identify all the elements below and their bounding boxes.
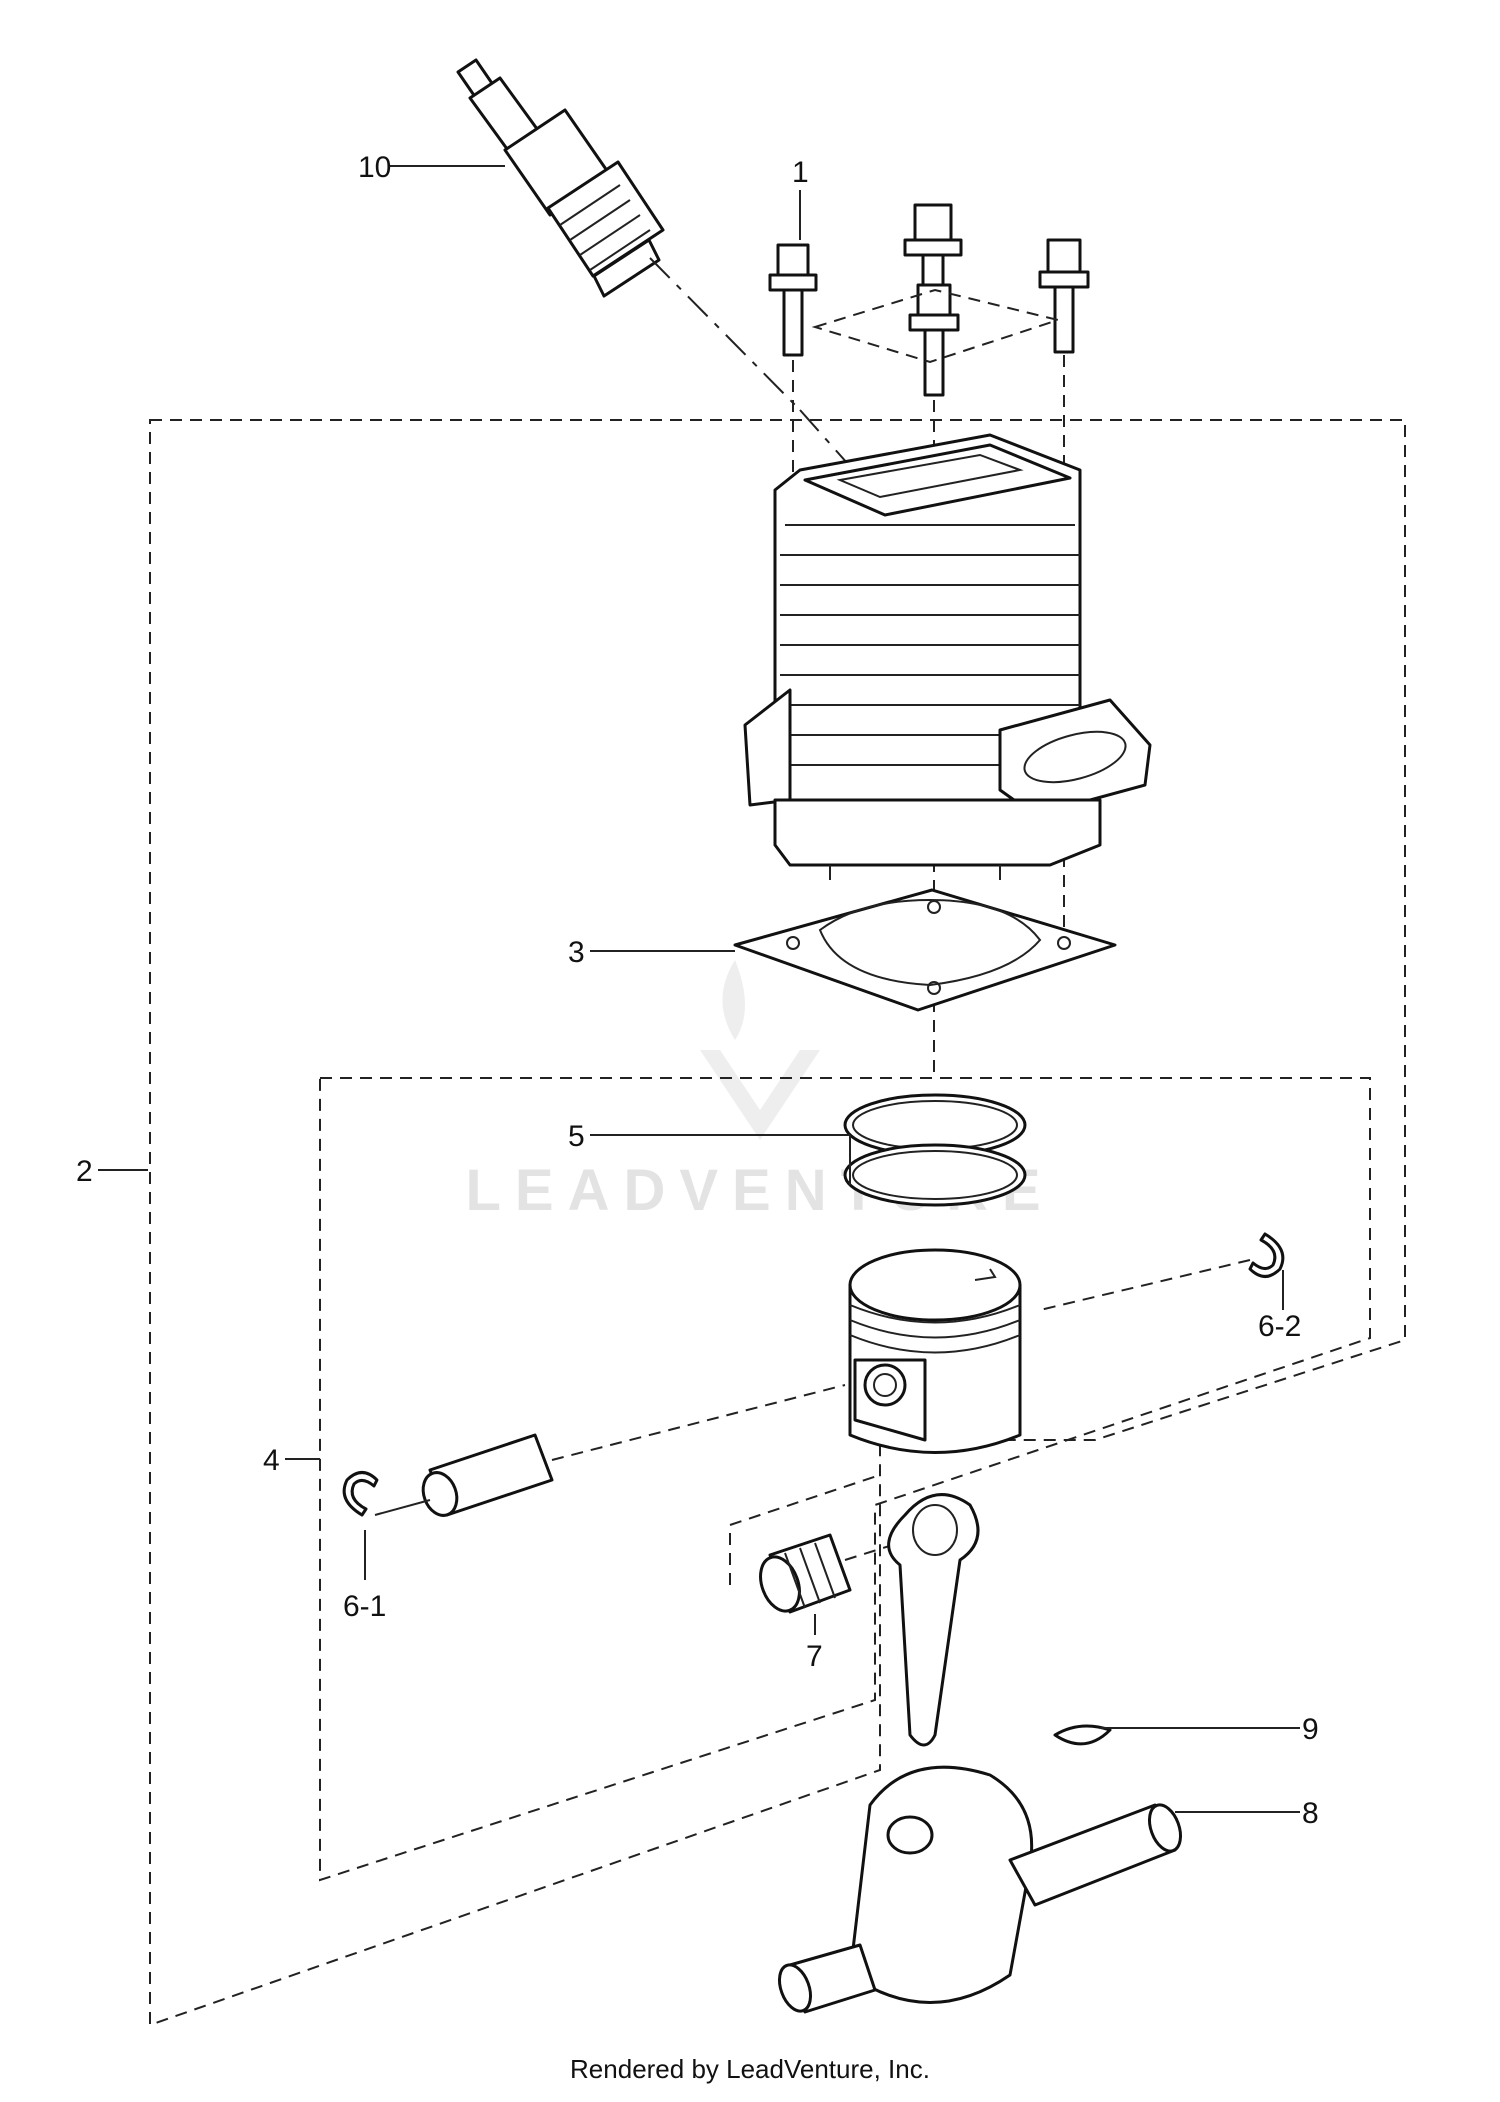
callout-9: 9: [1302, 1713, 1319, 1746]
callout-6-1: 6-1: [343, 1590, 386, 1623]
callout-3: 3: [568, 936, 585, 969]
callout-2: 2: [76, 1155, 93, 1188]
woodruff-key-part: [1053, 1724, 1112, 1746]
callout-1: 1: [792, 156, 809, 189]
assembly-4-outline: [319, 1077, 1371, 1882]
footer-credit: Rendered by LeadVenture, Inc.: [570, 2054, 930, 2084]
crankshaft-part: [777, 1493, 1183, 2014]
leader-lines: [98, 165, 1300, 1813]
screw-4: [908, 283, 960, 397]
screw-3: [1038, 238, 1090, 354]
circlip-6-1-part: [342, 1471, 431, 1517]
callout-10: 10: [358, 151, 391, 184]
gasket-part: [733, 888, 1117, 1012]
piston-part: [848, 1248, 1022, 1454]
callout-8: 8: [1302, 1797, 1319, 1830]
callout-labels: 10 1 2 3 4 5 6-1 6-2 7 8 9: [76, 151, 1319, 1830]
piston-pin-part: [421, 1384, 846, 1517]
circlip-6-2-part: [1039, 1232, 1285, 1311]
cooling-fins: [780, 524, 1080, 766]
callout-4: 4: [263, 1444, 280, 1477]
cylinder-part: [743, 433, 1152, 880]
screw-1: [768, 243, 818, 357]
spark-plug-part: [456, 58, 881, 501]
callout-6-2: 6-2: [1258, 1310, 1301, 1343]
piston-rings-part: [843, 1093, 1027, 1207]
callout-7: 7: [806, 1640, 823, 1673]
callout-5: 5: [568, 1120, 585, 1153]
